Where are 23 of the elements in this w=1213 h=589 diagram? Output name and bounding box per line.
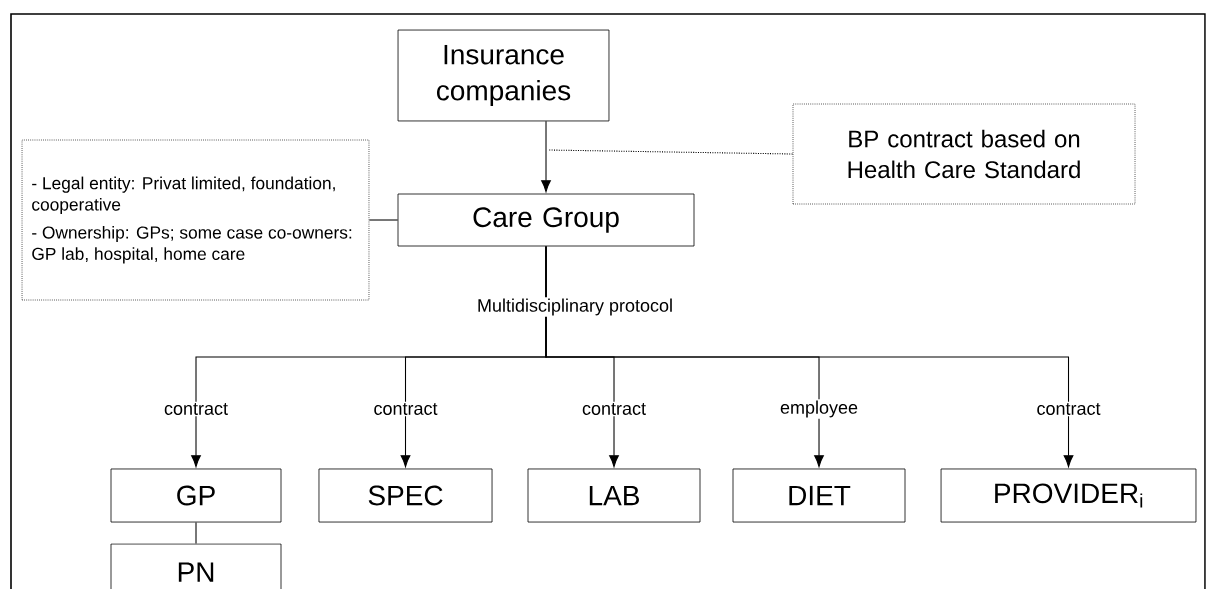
leader-line (547, 149, 794, 155)
process-box: GP (110, 468, 282, 523)
edge-label: employee (778, 399, 860, 419)
arrow (541, 120, 551, 193)
edge-label: contract (162, 401, 230, 417)
process-box: Care Group (397, 193, 695, 247)
process-box: PROVIDER$_{i}$ (940, 468, 1197, 523)
connector-line (195, 521, 197, 545)
connector-line (368, 219, 399, 221)
note-text: - Ownership: GPs; some case co-owners: GP lab, hospital, home care (32, 225, 352, 264)
process-box: DIET (732, 468, 906, 523)
note-box: BP contract based on Health Care Standard (792, 103, 1136, 205)
process-box: LAB (527, 468, 701, 523)
note-text: - Legal entity: Privat limited, foundation, cooperative (32, 176, 335, 215)
protocol-label: Multidisciplinary protocol (475, 297, 675, 317)
process-box: SPEC (318, 468, 493, 523)
edge-label: contract (372, 401, 439, 417)
edge-label: contract (580, 401, 648, 417)
arrow (545, 245, 1074, 468)
note-box (21, 139, 370, 301)
edge-label: contract (1035, 401, 1102, 417)
process-box: PN (110, 543, 282, 589)
process-box: Insurance companies (397, 29, 610, 122)
